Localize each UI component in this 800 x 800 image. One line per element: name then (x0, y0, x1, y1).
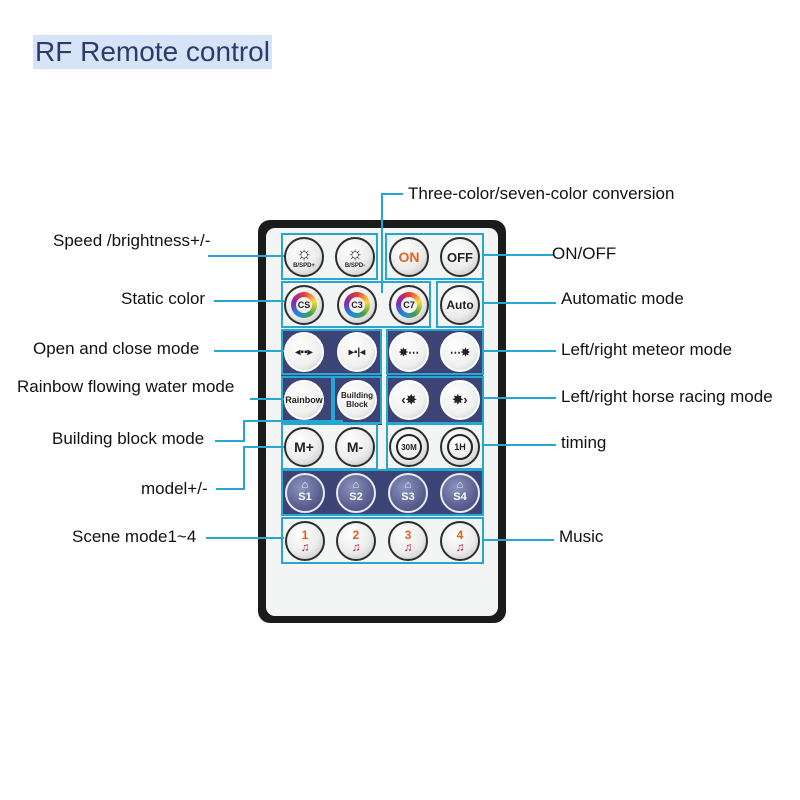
music-3-button[interactable]: 3 ♫ (388, 521, 428, 561)
speed-minus-caption: B/SPD- (344, 262, 366, 269)
meteor-right-button[interactable]: ⋯✸ (440, 332, 480, 372)
label-open-close: Open and close mode (33, 339, 200, 358)
leader-static (214, 300, 284, 302)
rainbow-button[interactable]: Rainbow (284, 380, 324, 420)
leader-horse (482, 397, 556, 399)
house-icon: ⌂ (404, 479, 412, 491)
label-model: model+/- (141, 479, 208, 498)
sun-icon: ☼ (346, 242, 364, 263)
c7-label: C7 (401, 297, 417, 313)
speed-plus-caption: B/SPD+ (293, 262, 315, 269)
leader-three-color-h (381, 193, 403, 195)
leader-onoff (482, 254, 554, 256)
scene-3-label: S3 (401, 491, 415, 503)
label-timing: timing (561, 433, 607, 452)
leader-scene (206, 537, 284, 539)
page-title: RF Remote control (33, 35, 272, 69)
label-auto-mode: Automatic mode (561, 289, 684, 308)
open-mode-button[interactable]: ◂▪▪▸ (284, 332, 324, 372)
label-building: Building block mode (52, 429, 205, 448)
scene-4-label: S4 (453, 491, 467, 503)
scene-3-button[interactable]: ⌂ S3 (388, 473, 428, 513)
leader-timing (482, 444, 556, 446)
leader-speed (208, 255, 284, 257)
house-icon: ⌂ (456, 479, 464, 491)
timer-30m-button[interactable]: 30M (389, 427, 429, 467)
building-block-button[interactable]: Building Block (337, 380, 377, 420)
horse-right-button[interactable]: ✸› (440, 380, 480, 420)
leader-model-h (216, 488, 244, 490)
sun-icon: ☼ (295, 242, 313, 263)
scene-4-button[interactable]: ⌂ S4 (440, 473, 480, 513)
music-note-icon: ♫ (403, 539, 413, 554)
cs-label: CS (296, 297, 312, 313)
box-open-close (281, 329, 382, 375)
c3-label: C3 (349, 297, 365, 313)
label-onoff: ON/OFF (552, 244, 617, 263)
leader-open-close (214, 350, 284, 352)
label-meteor: Left/right meteor mode (561, 340, 733, 359)
timer-1h-label: 1H (447, 434, 473, 460)
on-button[interactable]: ON (389, 237, 429, 277)
c7-button[interactable]: C7 (389, 285, 429, 325)
timer-1h-button[interactable]: 1H (440, 427, 480, 467)
label-static: Static color (121, 289, 206, 308)
music-note-icon: ♫ (351, 539, 361, 554)
auto-button[interactable]: Auto (440, 285, 480, 325)
speed-brightness-plus-button[interactable]: ☼ B/SPD+ (284, 237, 324, 277)
timer-30m-label: 30M (396, 434, 422, 460)
meteor-left-button[interactable]: ✸⋯ (389, 332, 429, 372)
label-three-color: Three-color/seven-color conversion (408, 184, 675, 203)
model-plus-button[interactable]: M+ (284, 427, 324, 467)
label-speed: Speed /brightness+/- (53, 231, 211, 250)
leader-meteor (482, 350, 556, 352)
off-button[interactable]: OFF (440, 237, 480, 277)
box-static (281, 281, 431, 328)
box-meteor (386, 329, 484, 375)
leader-model-v (243, 446, 245, 490)
label-scene: Scene mode1~4 (72, 527, 197, 546)
house-icon: ⌂ (352, 479, 360, 491)
music-4-button[interactable]: 4 ♫ (440, 521, 480, 561)
label-rainbow: Rainbow flowing water mode (17, 377, 235, 396)
leader-auto (482, 302, 556, 304)
box-auto (436, 281, 484, 328)
music-1-button[interactable]: 1 ♫ (285, 521, 325, 561)
house-icon: ⌂ (301, 479, 309, 491)
music-3-label: 3 (404, 527, 412, 542)
leader-model-h2 (243, 446, 284, 448)
leader-rainbow (250, 398, 284, 400)
box-onoff (385, 233, 484, 280)
music-note-icon: ♫ (455, 539, 465, 554)
leader-building-v (243, 420, 245, 442)
model-minus-button[interactable]: M- (335, 427, 375, 467)
label-horse: Left/right horse racing mode (561, 387, 773, 406)
speed-brightness-minus-button[interactable]: ☼ B/SPD- (335, 237, 375, 277)
music-2-label: 2 (352, 527, 360, 542)
music-2-button[interactable]: 2 ♫ (336, 521, 376, 561)
c3-button[interactable]: C3 (337, 285, 377, 325)
leader-music (482, 539, 554, 541)
scene-1-button[interactable]: ⌂ S1 (285, 473, 325, 513)
scene-1-label: S1 (298, 491, 312, 503)
close-mode-button[interactable]: ▸▪|◂ (337, 332, 377, 372)
cs-button[interactable]: CS (284, 285, 324, 325)
music-note-icon: ♫ (300, 539, 310, 554)
music-1-label: 1 (301, 527, 309, 542)
box-scene (281, 469, 484, 516)
leader-three-color-v (381, 193, 383, 293)
leader-building-h2 (243, 420, 343, 422)
leader-building-h (215, 440, 245, 442)
scene-2-label: S2 (349, 491, 363, 503)
music-4-label: 4 (456, 527, 464, 542)
horse-left-button[interactable]: ‹✸ (389, 380, 429, 420)
scene-2-button[interactable]: ⌂ S2 (336, 473, 376, 513)
label-music: Music (559, 527, 604, 546)
